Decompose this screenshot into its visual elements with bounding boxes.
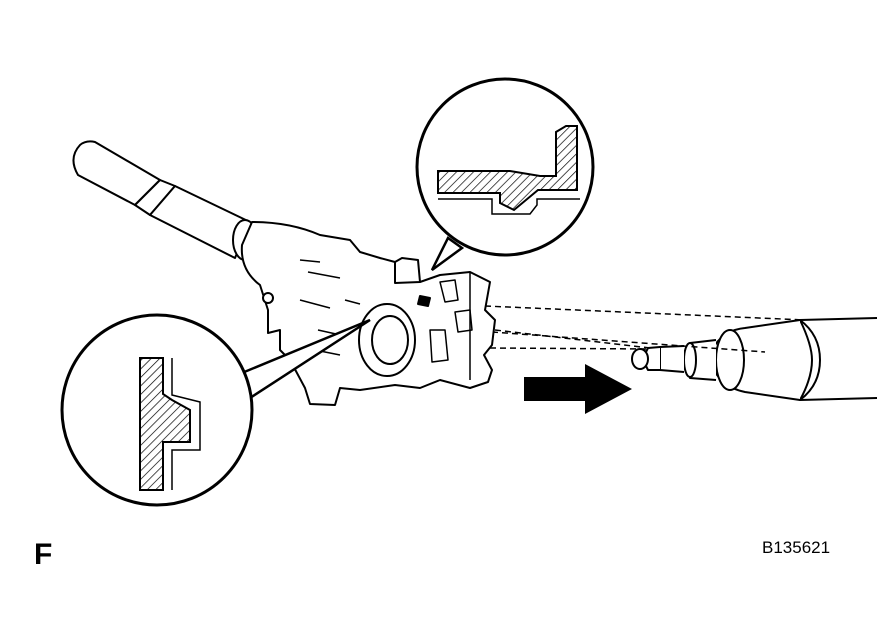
alignment-lines xyxy=(484,305,806,353)
steering-column-shaft xyxy=(631,317,877,401)
view-label: F xyxy=(34,538,53,571)
figure-code: B135621 xyxy=(762,538,831,557)
combination-switch-lever xyxy=(72,140,258,261)
direction-arrow-icon xyxy=(524,364,632,414)
lower-detail-callout xyxy=(60,313,371,507)
upper-detail-callout xyxy=(415,77,595,272)
